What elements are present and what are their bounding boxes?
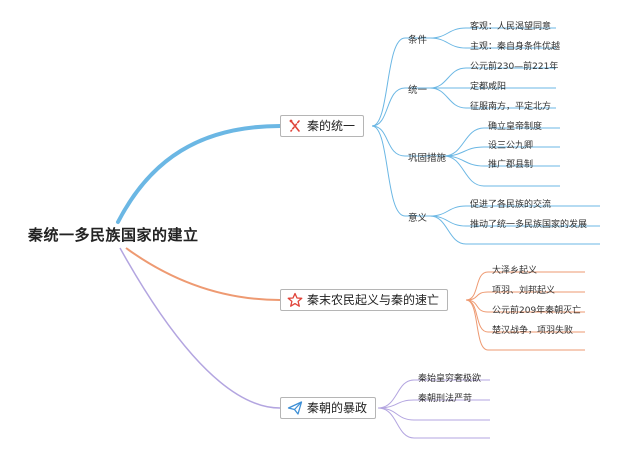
leaf[interactable]: 大泽乡起义 [492,266,538,276]
branch1-connectors [371,27,600,245]
sub-topic-significance[interactable]: 意义 [408,213,428,224]
leaf[interactable]: 秦朝刑法严苛 [418,394,473,404]
pickaxe-hammer-icon [289,119,300,132]
sub-topic-consolidation[interactable]: 巩固措施 [408,153,447,164]
leaf[interactable]: 促进了各民族的交流 [470,200,552,210]
branch-label: 秦末农民起义与秦的速亡 [307,293,440,307]
leaf[interactable]: 确立皇帝制度 [488,122,543,132]
branch-qin-unification[interactable]: 秦的统一 [280,115,365,137]
branch3-connectors [377,379,490,439]
leaf[interactable]: 公元前209年秦朝灭亡 [492,306,582,316]
leaf[interactable]: 征服南方，平定北方 [470,102,552,112]
branch2-connectors [465,271,585,351]
root-branch2-connector [125,247,281,301]
leaf[interactable]: 项羽、刘邦起义 [492,286,556,296]
branch-peasant-uprising[interactable]: 秦末农民起义与秦的速亡 [280,289,449,311]
root-branch3-connector [119,247,281,409]
leaf[interactable]: 定都咸阳 [470,82,507,92]
leaf[interactable]: 客观：人民渴望同意 [470,22,552,32]
leaf[interactable]: 公元前230—前221年 [470,62,559,72]
leaf[interactable]: 设三公九卿 [488,141,534,151]
leaf[interactable]: 秦始皇穷奢极欲 [418,374,482,384]
root-topic[interactable]: 秦统一多民族国家的建立 [28,226,199,244]
branch-label: 秦朝的暴政 [307,401,368,415]
star-icon [287,292,303,307]
branch-tyranny[interactable]: 秦朝的暴政 [280,397,377,419]
sub-topic-conditions[interactable]: 条件 [408,35,428,46]
branch-label: 秦的统一 [307,119,356,133]
paper-plane-icon [287,401,303,415]
leaf[interactable]: 推广郡县制 [488,160,534,170]
root-branch1-connector [116,124,282,224]
sub-topic-unify[interactable]: 统一 [408,85,428,96]
leaf[interactable]: 推动了统一多民族国家的发展 [470,220,588,230]
leaf[interactable]: 楚汉战争，项羽失败 [492,326,574,336]
leaf[interactable]: 主观：秦自身条件优越 [470,42,561,52]
